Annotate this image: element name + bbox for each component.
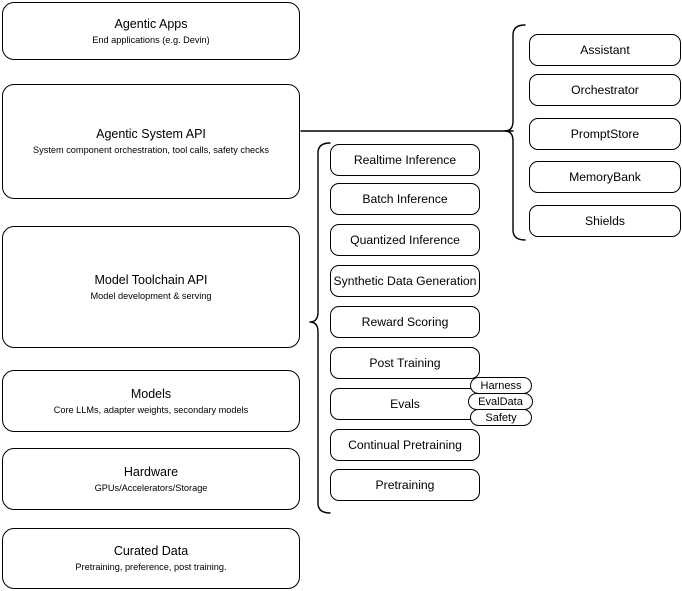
layer-title: Agentic System API <box>96 127 206 141</box>
agentic-component-orchestrator[interactable]: Orchestrator <box>529 74 681 106</box>
toolchain-component-label: Continual Pretraining <box>348 438 462 452</box>
layer-model-toolchain-api[interactable]: Model Toolchain API Model development & … <box>2 226 300 348</box>
toolchain-component-label: Pretraining <box>375 478 435 492</box>
layer-title: Models <box>130 386 172 401</box>
eval-tag-safety[interactable]: Safety <box>470 409 532 426</box>
toolchain-component-continual-pretraining[interactable]: Continual Pretraining <box>330 429 480 461</box>
layer-subtitle: System component orchestration, tool cal… <box>33 145 269 155</box>
layer-subtitle: Pretraining, preference, post training. <box>75 562 227 572</box>
agentic-component-label: PromptStore <box>570 127 640 141</box>
layer-curated-data[interactable]: Curated Data Pretraining, preference, po… <box>2 528 300 589</box>
eval-tag-label: EvalData <box>478 395 523 408</box>
layer-subtitle: Core LLMs, adapter weights, secondary mo… <box>53 404 249 415</box>
agentic-component-label: Assistant <box>580 43 630 57</box>
toolchain-component-synthetic-data-generation[interactable]: Synthetic Data Generation <box>330 265 480 297</box>
layer-agentic-system-api[interactable]: Agentic System API System component orch… <box>2 84 300 199</box>
layer-models[interactable]: Models Core LLMs, adapter weights, secon… <box>2 370 300 432</box>
toolchain-component-post-training[interactable]: Post Training <box>330 347 480 379</box>
layer-title: Curated Data <box>113 544 189 558</box>
layer-agentic-apps[interactable]: Agentic Apps End applications (e.g. Devi… <box>2 2 300 60</box>
toolchain-component-quantized-inference[interactable]: Quantized Inference <box>330 224 480 256</box>
eval-tag-label: Safety <box>485 411 517 424</box>
layer-title: Hardware <box>123 464 179 479</box>
toolchain-component-label: Post Training <box>369 356 441 370</box>
layer-subtitle: GPUs/Accelerators/Storage <box>94 482 208 493</box>
agentic-component-assistant[interactable]: Assistant <box>529 34 681 66</box>
eval-tag-label: Harness <box>480 379 522 392</box>
toolchain-component-label: Evals <box>390 397 420 411</box>
layer-title: Model Toolchain API <box>94 272 208 287</box>
eval-tag-evaldata[interactable]: EvalData <box>468 393 533 410</box>
agentic-component-label: Shields <box>585 214 625 228</box>
layer-hardware[interactable]: Hardware GPUs/Accelerators/Storage <box>2 448 300 510</box>
agentic-component-promptstore[interactable]: PromptStore <box>529 118 681 150</box>
layer-title: Agentic Apps <box>114 16 188 31</box>
toolchain-component-label: Realtime Inference <box>353 153 457 167</box>
agentic-component-label: Orchestrator <box>571 83 639 97</box>
toolchain-component-label: Synthetic Data Generation <box>333 274 477 288</box>
toolchain-component-batch-inference[interactable]: Batch Inference <box>330 183 480 215</box>
toolchain-component-realtime-inference[interactable]: Realtime Inference <box>330 144 480 176</box>
agentic-component-shields[interactable]: Shields <box>529 205 681 237</box>
toolchain-component-label: Quantized Inference <box>350 233 460 247</box>
toolchain-component-label: Reward Scoring <box>361 315 449 329</box>
layer-subtitle: Model development & serving <box>90 290 212 301</box>
agentic-component-memorybank[interactable]: MemoryBank <box>529 161 681 193</box>
eval-tag-harness[interactable]: Harness <box>470 377 532 394</box>
toolchain-component-pretraining[interactable]: Pretraining <box>330 469 480 501</box>
layer-subtitle: End applications (e.g. Devin) <box>92 34 210 45</box>
toolchain-component-evals[interactable]: Evals <box>330 388 480 420</box>
toolchain-component-reward-scoring[interactable]: Reward Scoring <box>330 306 480 338</box>
agentic-component-label: MemoryBank <box>569 170 641 184</box>
toolchain-component-label: Batch Inference <box>362 192 448 206</box>
